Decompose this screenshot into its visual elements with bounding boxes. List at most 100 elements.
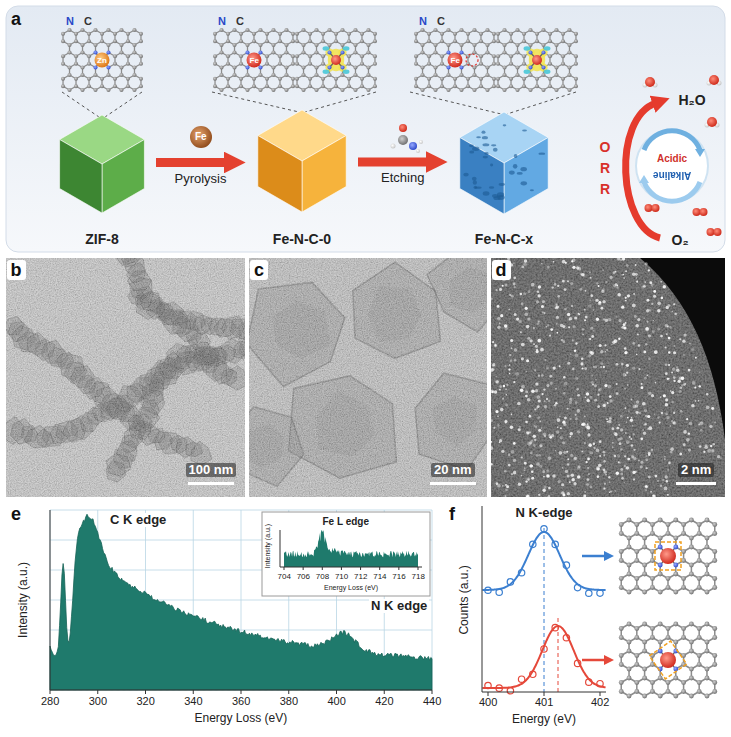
single-atom-dot	[676, 366, 678, 368]
single-atom-dot	[570, 418, 572, 420]
single-atom-dot	[651, 283, 654, 286]
carbon-atom	[414, 62, 418, 66]
single-atom-dot	[602, 269, 604, 271]
single-atom-dot	[533, 343, 535, 345]
single-atom-dot	[495, 380, 498, 383]
carbon-atom	[554, 73, 558, 77]
single-atom-dot	[521, 456, 523, 458]
carbon-atom	[295, 39, 299, 43]
carbon-atom	[219, 65, 223, 69]
single-atom-dot	[611, 427, 614, 430]
single-atom-dot	[597, 475, 600, 478]
single-atom-dot	[660, 485, 662, 487]
single-atom-dot	[642, 402, 646, 406]
carbon-atom	[522, 77, 526, 81]
single-atom-dot	[534, 426, 537, 429]
single-atom-dot	[626, 372, 628, 374]
single-atom-dot	[539, 465, 542, 468]
single-atom-dot	[660, 396, 662, 398]
nitrogen-atom	[327, 65, 331, 69]
single-atom-dot	[499, 439, 502, 442]
single-atom-dot	[570, 473, 574, 477]
single-atom-dot	[538, 399, 541, 402]
single-atom-dot	[526, 431, 528, 433]
carbon-atom	[126, 39, 130, 43]
carbon-atom	[528, 43, 532, 47]
single-atom-dot	[588, 443, 592, 447]
carbon-atom	[496, 39, 500, 43]
single-atom-dot	[568, 326, 570, 328]
single-atom-dot	[600, 350, 603, 353]
guide-line	[410, 92, 501, 114]
oxygen-molecule	[700, 208, 708, 216]
single-atom-dot	[520, 293, 522, 295]
carbon-atom	[496, 32, 500, 36]
single-atom-dot	[625, 300, 627, 302]
single-atom-dot	[565, 470, 568, 473]
single-atom-dot	[591, 375, 593, 377]
carbon-atom	[271, 43, 275, 47]
single-atom-dot	[569, 481, 571, 483]
single-atom-dot	[648, 392, 652, 396]
single-atom-dot	[492, 364, 494, 366]
carbon-atom	[271, 88, 275, 92]
carbon-atom	[252, 39, 256, 43]
single-atom-dot	[531, 470, 534, 473]
single-atom-dot	[531, 477, 534, 480]
single-atom-dot	[672, 421, 675, 424]
single-atom-dot	[603, 451, 606, 454]
single-atom-dot	[538, 375, 540, 377]
single-atom-dot	[666, 416, 669, 419]
carbon-atom	[278, 84, 282, 88]
single-atom-dot	[577, 394, 580, 397]
carbon-atom	[366, 43, 370, 47]
single-atom-dot	[510, 360, 512, 362]
single-atom-dot	[514, 348, 518, 352]
single-atom-dot	[603, 488, 605, 490]
carbon-atom	[258, 73, 262, 77]
carbon-atom	[308, 84, 312, 88]
nitrogen-atom	[528, 65, 532, 69]
single-atom-dot	[711, 449, 714, 452]
carbon-atom	[373, 84, 377, 88]
single-atom-dot	[710, 445, 712, 447]
carbon-atom	[366, 28, 370, 32]
carbon-atom	[301, 28, 305, 32]
carbon-atom	[119, 65, 123, 69]
single-atom-dot	[506, 384, 508, 386]
single-atom-dot	[626, 440, 630, 444]
etchant-molecule	[398, 135, 408, 145]
carbon-atom	[479, 32, 483, 36]
carbon-atom	[113, 62, 117, 66]
carbon-atom	[239, 77, 243, 81]
carbon-atom	[314, 43, 318, 47]
single-atom-dot	[508, 309, 510, 311]
carbon-atom	[496, 84, 500, 88]
single-atom-dot	[678, 381, 680, 383]
tick-mark	[398, 567, 399, 570]
carbon-atom	[353, 88, 357, 92]
single-atom-dot	[706, 405, 710, 409]
single-atom-dot	[491, 419, 493, 422]
single-atom-dot	[626, 264, 629, 267]
single-atom-dot	[664, 458, 666, 460]
single-atom-dot	[557, 427, 559, 429]
single-atom-dot	[511, 450, 515, 454]
single-atom-dot	[600, 366, 602, 368]
tick-mark	[341, 567, 342, 570]
single-atom-dot	[590, 294, 593, 297]
carbon-atom	[360, 84, 364, 88]
metal-atom	[532, 55, 542, 65]
single-atom-dot	[571, 478, 574, 481]
single-atom-dot	[686, 418, 688, 420]
metal-atom	[331, 55, 341, 65]
single-atom-dot	[604, 384, 607, 387]
single-atom-dot	[657, 309, 660, 312]
carbon-atom	[492, 39, 496, 43]
carbon-atom	[366, 73, 370, 77]
nitrogen-atom	[446, 65, 450, 69]
single-atom-dot	[673, 351, 676, 354]
carbon-atom	[61, 62, 65, 66]
carbon-atom	[271, 65, 275, 69]
nitrogen-atom	[258, 65, 262, 69]
